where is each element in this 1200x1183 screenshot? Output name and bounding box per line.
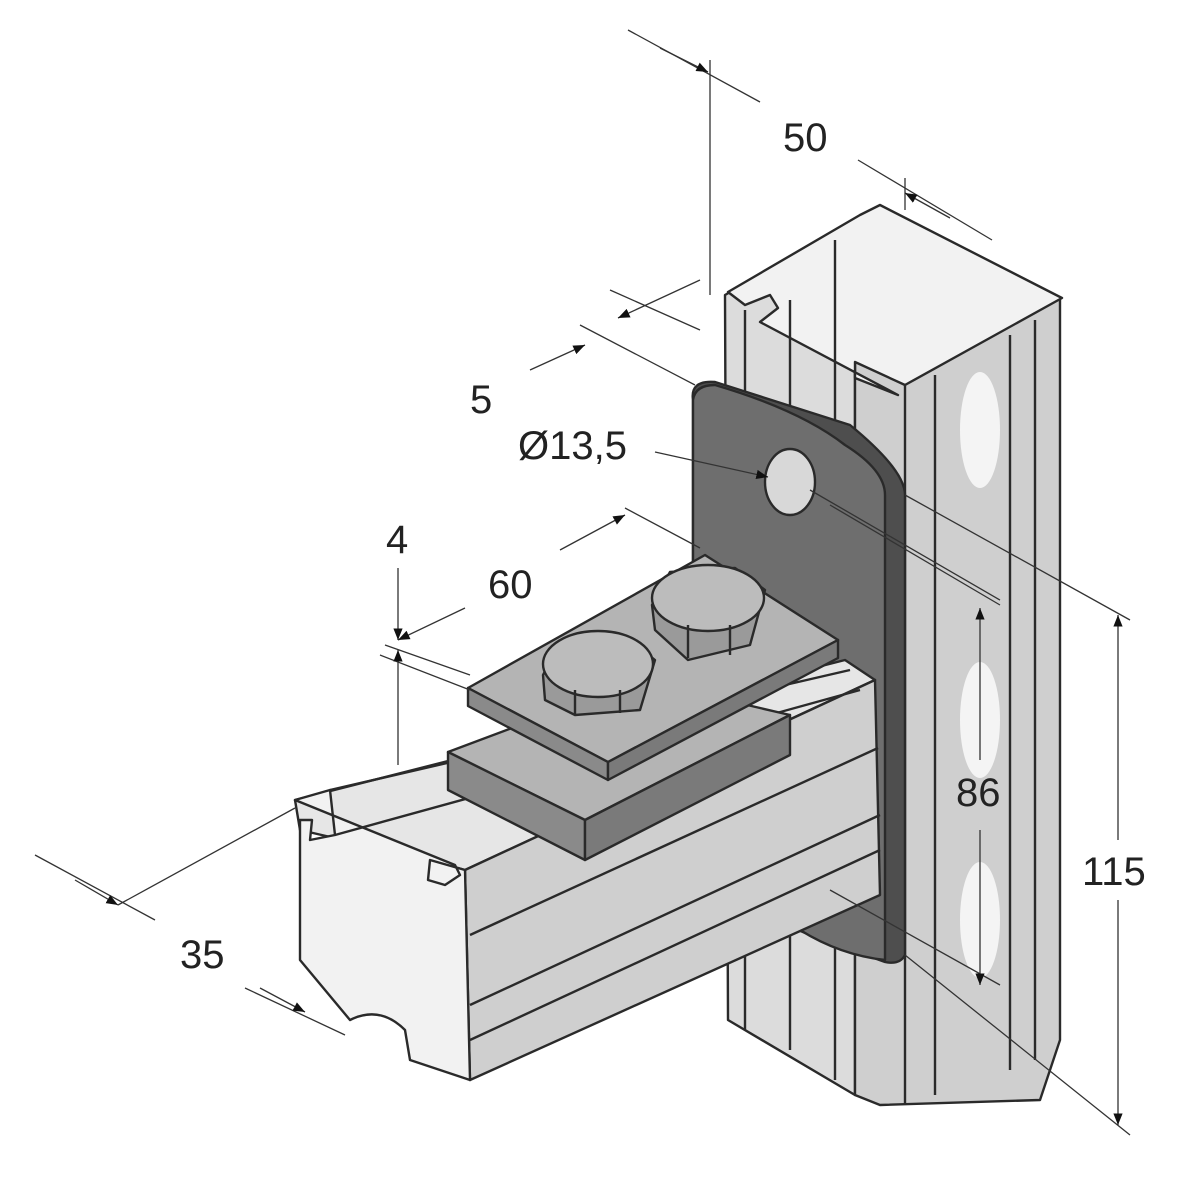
extension-line-5 bbox=[579, 324, 696, 386]
dimension-label-4: 4 bbox=[386, 518, 409, 562]
extension-line-35 bbox=[117, 807, 296, 906]
arrow-5-lower bbox=[529, 344, 586, 371]
hex-bolt-left bbox=[541, 629, 657, 717]
dimension-label-5: 5 bbox=[470, 378, 493, 422]
extension-line-5 bbox=[609, 289, 701, 331]
arrow-5-upper bbox=[617, 279, 701, 319]
dim-line-50-right bbox=[857, 159, 993, 241]
extension-line-4 bbox=[384, 644, 471, 676]
upper-clamp-plate-front bbox=[606, 638, 840, 782]
dimension-label-60: 60 bbox=[488, 563, 533, 607]
leader-hole-diameter bbox=[654, 451, 769, 480]
bolt-head-top bbox=[541, 629, 655, 699]
dim-line-50-left bbox=[627, 29, 761, 103]
extension-line-60 bbox=[624, 507, 701, 549]
horizontal-rail-end-profile bbox=[293, 788, 472, 1082]
lower-clamp-plate-front bbox=[583, 713, 792, 862]
extension-line-86 bbox=[829, 504, 1001, 606]
bolt-head-top bbox=[650, 563, 766, 633]
dimension-label-35: 35 bbox=[180, 933, 225, 977]
hex-bolt-right bbox=[650, 563, 767, 662]
dimension-label-50: 50 bbox=[783, 116, 828, 160]
arrow-35-left bbox=[74, 879, 119, 906]
arrow-35-right bbox=[259, 987, 306, 1013]
vertical-rail-top-opening bbox=[726, 203, 1064, 397]
dimension-lines bbox=[34, 29, 1131, 1136]
dimension-label-115: 115 bbox=[1082, 850, 1146, 894]
extension-line-86 bbox=[829, 889, 1001, 986]
arrow-50-left bbox=[659, 47, 709, 73]
rail-groove bbox=[469, 813, 881, 1007]
extension-line-60 bbox=[379, 654, 471, 691]
arrow-50-right bbox=[904, 192, 951, 219]
dimension-label-86: 86 bbox=[956, 771, 1001, 815]
rail-groove bbox=[469, 746, 879, 937]
dimension-label-hole-diameter: Ø13,5 bbox=[518, 424, 627, 468]
extension-line-115 bbox=[904, 954, 1131, 1136]
plate-hole-upper bbox=[763, 447, 817, 517]
arrow-60-left bbox=[397, 607, 466, 641]
rail-slot-hole bbox=[960, 372, 1000, 488]
extension-line-115 bbox=[904, 494, 1131, 621]
rail-groove bbox=[469, 848, 881, 1042]
arrow-60-right bbox=[559, 514, 626, 551]
extension-line-35 bbox=[34, 854, 156, 921]
hole-center-line bbox=[809, 489, 1001, 601]
